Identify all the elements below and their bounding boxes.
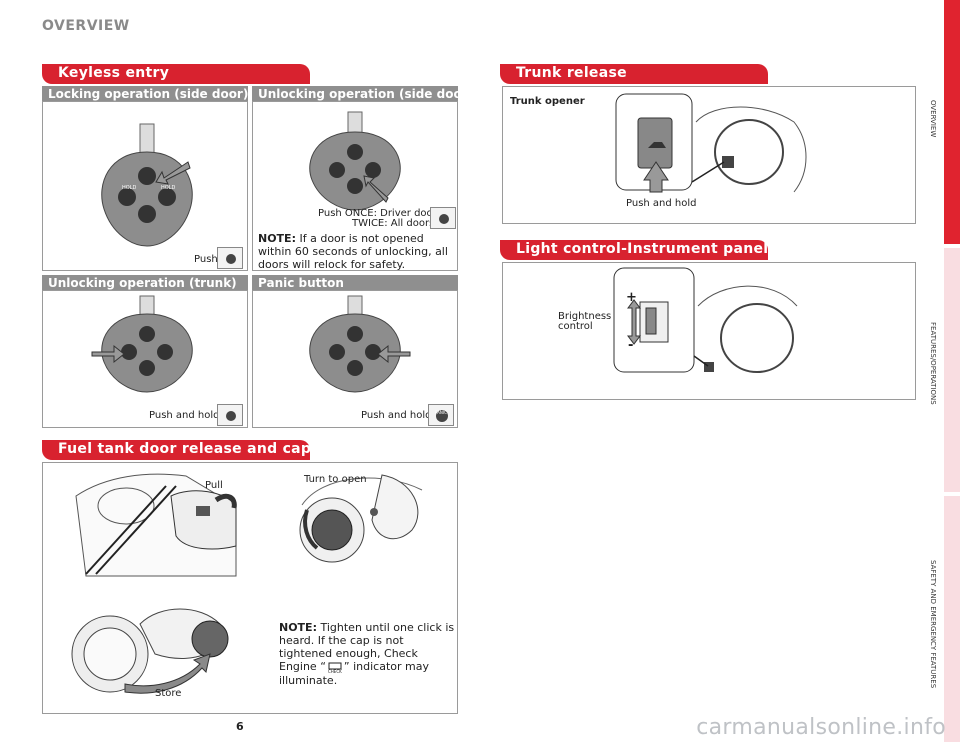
brightness-control-illustration: [613, 267, 798, 373]
check-label: CHECK: [328, 669, 342, 674]
locking-operation-header: Locking operation (side door): [42, 86, 248, 103]
tab-overview[interactable]: [944, 0, 960, 244]
page-number: 6: [236, 720, 244, 733]
side-label-overview: OVERVIEW: [929, 100, 937, 138]
minus-sign: -: [628, 338, 634, 353]
plus-sign: +: [626, 290, 637, 305]
key-fob-unlocking-illustration: [309, 111, 401, 211]
light-control-panel: [502, 262, 916, 400]
panic-label: PANIC: [435, 410, 447, 415]
pull-caption: Pull: [205, 480, 223, 491]
unlocking-note: NOTE: If a door is not opened within 60 …: [258, 232, 454, 271]
tab-safety[interactable]: [944, 496, 960, 742]
trunk-unlocking-header: Unlocking operation (trunk): [42, 275, 248, 292]
page-title: OVERVIEW: [42, 18, 130, 34]
check-engine-icon: CHECK: [326, 660, 344, 674]
fuel-note-text-end: ” indicator may illuminate.: [279, 660, 429, 687]
keyless-entry-banner: Keyless entry: [42, 64, 310, 84]
fuel-note-text: Tighten until one click is heard. If the…: [279, 621, 455, 673]
side-label-features: FEATURES/OPERATIONS: [929, 322, 937, 405]
fuel-cap-store-illustration: [71, 608, 229, 694]
panic-button-header: Panic button: [252, 275, 458, 292]
lock-button-icon: [217, 247, 243, 269]
trunk-release-panel: [502, 86, 916, 224]
trunk-release-banner: Trunk release: [500, 64, 768, 84]
key-fob-locking-illustration: HOLD HOLD: [101, 123, 193, 247]
panic-button-icon: PANIC: [428, 404, 454, 426]
fuel-note: NOTE: Tighten until one click is heard. …: [279, 621, 455, 687]
push-hold-panic-caption: Push and hold: [361, 410, 432, 421]
trunk-opener-illustration: [615, 93, 807, 193]
fuel-note-label: NOTE:: [279, 621, 317, 634]
trunk-button-icon: [217, 404, 243, 426]
hold-label: HOLD: [161, 185, 175, 191]
control-caption: control: [558, 321, 593, 332]
side-label-safety: SAFETY AND EMERGENCY FEATURES: [929, 560, 937, 689]
turn-to-open-caption: Turn to open: [304, 474, 367, 485]
trunk-opener-caption: Trunk opener: [510, 96, 585, 107]
section-tabs: [944, 0, 960, 742]
store-caption: Store: [155, 688, 182, 699]
tab-features[interactable]: [944, 248, 960, 492]
note-text: If a door is not opened within 60 second…: [258, 232, 448, 271]
fuel-release-lever-illustration: [75, 473, 237, 577]
hold-label: HOLD: [122, 185, 136, 191]
fuel-tank-banner: Fuel tank door release and cap: [42, 440, 311, 460]
push-caption: Push: [194, 254, 218, 265]
push-twice-caption: TWICE: All doors: [352, 218, 435, 229]
key-fob-trunk-illustration: [91, 295, 193, 393]
note-label: NOTE:: [258, 232, 296, 245]
brightness-caption: Brightness: [558, 311, 612, 322]
push-hold-trunk-caption: Push and hold: [149, 410, 220, 421]
light-control-banner: Light control-Instrument panel: [500, 240, 768, 260]
key-fob-panic-illustration: [309, 295, 411, 393]
fuel-cap-open-illustration: [299, 474, 423, 563]
push-once-caption: Push ONCE: Driver door: [318, 208, 437, 219]
watermark: carmanualsonline.info: [696, 715, 946, 740]
unlocking-operation-header: Unlocking operation (side door): [252, 86, 473, 103]
trunk-push-hold-caption: Push and hold: [626, 198, 697, 209]
unlock-button-icon: [430, 207, 456, 229]
